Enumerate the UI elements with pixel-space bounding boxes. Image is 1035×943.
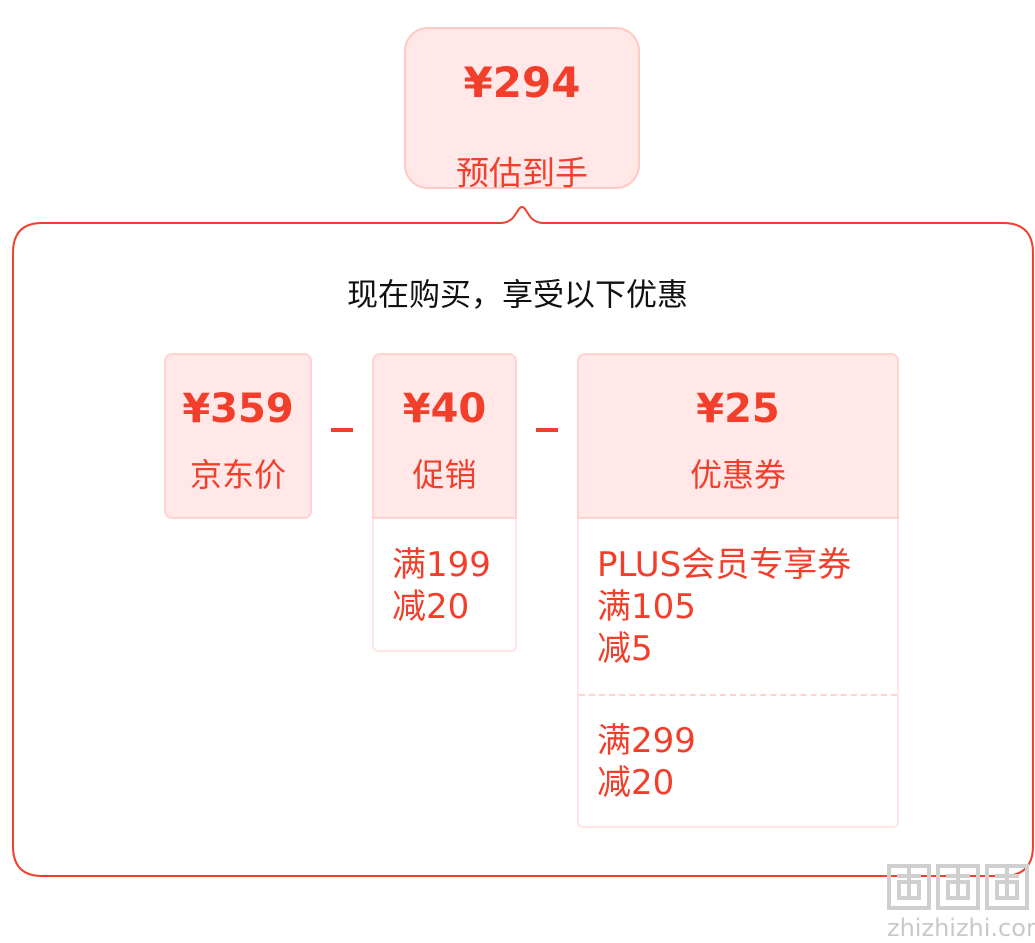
promotion-label: 促销 [412, 456, 477, 494]
estimated-price: ¥294 [463, 58, 581, 107]
coupon-divider [579, 694, 897, 696]
minus-operator [536, 428, 558, 432]
estimated-price-card: ¥294 预估到手 [404, 27, 640, 193]
watermark-text: zhizhizhi.com [887, 914, 1035, 942]
zhi-logo-icon [887, 864, 1029, 910]
coupon-details: PLUS会员专享券 满105 减5 满299 减20 [577, 519, 899, 828]
promotion-rule: 满199 减20 [392, 545, 491, 627]
jd-price-amount: ¥359 [182, 386, 294, 432]
panel-title: 现在购买，享受以下优惠 [347, 277, 688, 314]
site-watermark: zhizhizhi.com [885, 860, 1035, 943]
promotion-cell: ¥40 促销 [372, 353, 517, 519]
jd-price-label: 京东价 [189, 456, 286, 494]
jd-price-cell: ¥359 京东价 [164, 353, 312, 519]
promotion-details: 满199 减20 [372, 519, 517, 652]
coupon-amount: ¥25 [696, 386, 780, 432]
coupon-cell: ¥25 优惠券 [577, 353, 899, 519]
coupon-label: 优惠券 [689, 456, 786, 494]
coupon-rule: 满299 减20 [597, 721, 696, 803]
promotion-amount: ¥40 [402, 386, 487, 432]
estimated-price-label: 预估到手 [456, 153, 588, 193]
minus-operator [331, 428, 353, 432]
coupon-rule: PLUS会员专享券 满105 减5 [597, 545, 852, 669]
